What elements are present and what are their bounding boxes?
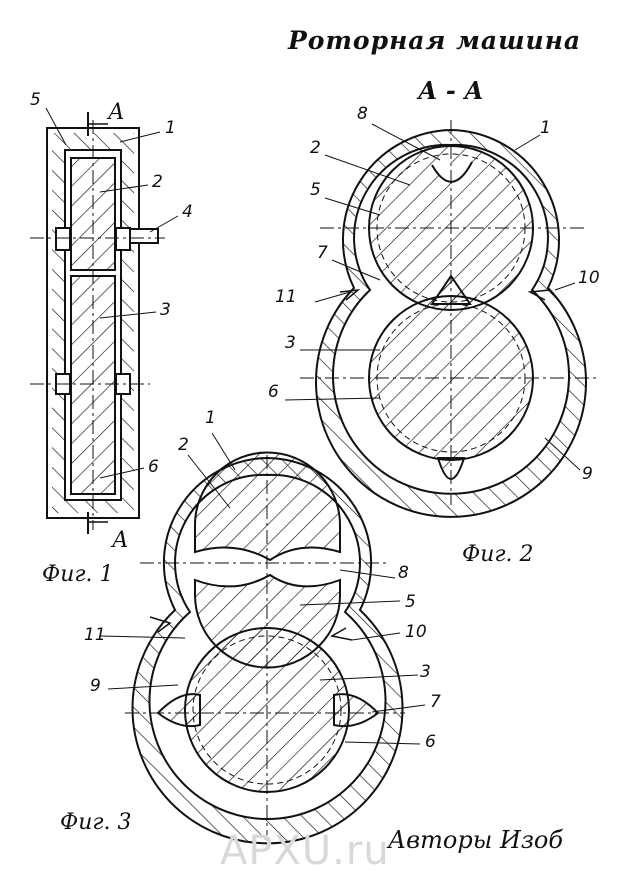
fig3-label: 9 — [90, 676, 101, 696]
fig3-label: 2 — [178, 435, 189, 455]
fig3-drawing — [99, 432, 426, 845]
fig2-label: 2 — [310, 138, 321, 158]
authors-signature: Авторы Изоб — [388, 826, 564, 854]
fig2-label: 8 — [357, 104, 368, 124]
fig1-label: 2 — [152, 172, 163, 192]
fig1-label: 5 — [30, 90, 41, 110]
watermark: АРХU.ru — [220, 828, 390, 874]
fig3-label: 10 — [405, 622, 427, 642]
fig1-label: 6 — [148, 457, 159, 477]
fig2-label: 5 — [310, 180, 321, 200]
fig2-drawing — [284, 120, 600, 518]
fig2-label: 7 — [317, 243, 328, 263]
fig3-label: 1 — [205, 408, 216, 428]
fig2-label: 1 — [540, 118, 551, 138]
section-label: А - А — [418, 76, 484, 105]
drawing-title: Роторная машина — [288, 26, 582, 55]
fig2-label: 6 — [268, 382, 279, 402]
fig3-label: 7 — [430, 692, 441, 712]
fig3-label: 3 — [420, 662, 431, 682]
section-mark-bottom: А — [112, 528, 129, 553]
fig3-caption: Фиг. 3 — [60, 810, 132, 835]
fig2-label: 11 — [275, 287, 297, 307]
fig1-label: 1 — [165, 118, 176, 138]
fig1-caption: Фиг. 1 — [42, 562, 114, 587]
fig2-label: 3 — [285, 333, 296, 353]
fig3-label: 6 — [425, 732, 436, 752]
fig2-caption: Фиг. 2 — [462, 542, 534, 567]
fig2-label: 10 — [578, 268, 600, 288]
section-mark-top: А — [108, 100, 125, 125]
fig3-label: 5 — [405, 592, 416, 612]
fig1-label: 4 — [182, 202, 193, 222]
fig3-label: 11 — [84, 625, 106, 645]
fig1-drawing — [30, 107, 179, 534]
fig1-label: 3 — [160, 300, 171, 320]
fig2-label: 9 — [582, 464, 593, 484]
fig3-label: 8 — [398, 563, 409, 583]
